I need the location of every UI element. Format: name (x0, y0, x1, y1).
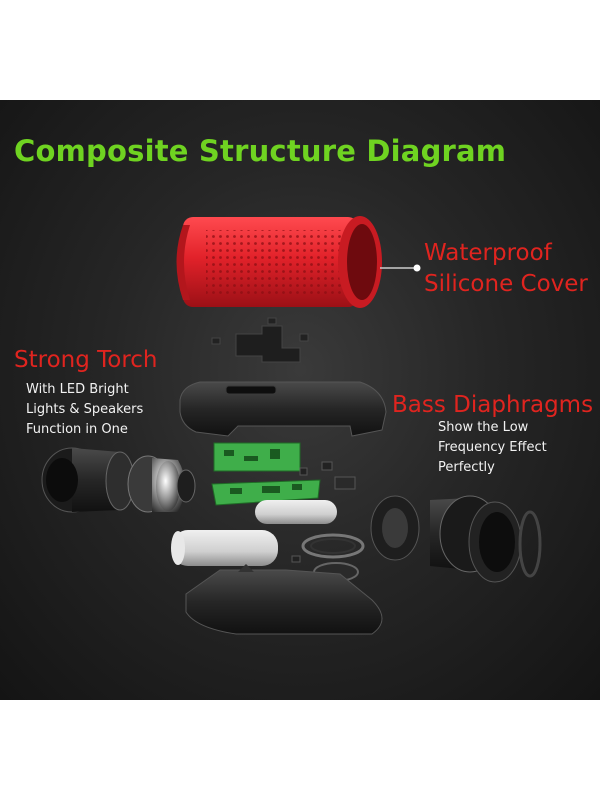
bass-speaker-part (370, 495, 542, 583)
silicone-cover-part (176, 216, 382, 308)
clip-parts (211, 317, 309, 363)
diagram-panel: Composite Structure Diagram (0, 100, 600, 700)
circuit-board-part (211, 442, 321, 506)
torch-line-3: Function in One (26, 422, 128, 437)
waterproof-line-2: Silicone Cover (424, 271, 588, 297)
waterproof-line-1: Waterproof (424, 240, 552, 266)
bass-description: Show the Low Frequency Effect Perfectly (438, 418, 547, 478)
bass-line-2: Frequency Effect (438, 440, 547, 455)
lower-housing-part (185, 555, 383, 635)
diagram-title: Composite Structure Diagram (14, 134, 507, 168)
bass-heading: Bass Diaphragms (392, 392, 594, 418)
exploded-view-illustration (41, 216, 542, 635)
torch-line-2: Lights & Speakers (26, 402, 144, 417)
torch-description: With LED Bright Lights & Speakers Functi… (26, 380, 143, 440)
torch-line-1: With LED Bright (26, 382, 129, 397)
torch-heading: Strong Torch (14, 347, 158, 373)
battery-tube-upper (255, 500, 337, 524)
waterproof-callout: Waterproof Silicone Cover (424, 238, 588, 300)
small-components (299, 461, 356, 490)
battery-tube-lower (171, 530, 278, 566)
bass-line-3: Perfectly (438, 460, 495, 475)
bass-line-1: Show the Low (438, 420, 529, 435)
cover-leader-dot (413, 264, 421, 272)
torch-head-part (41, 447, 196, 513)
upper-housing-part (179, 381, 387, 437)
